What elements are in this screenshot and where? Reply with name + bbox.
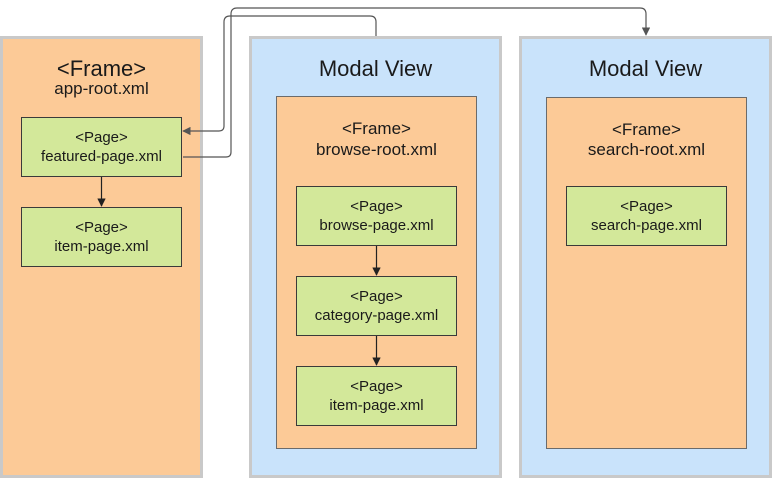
page-tag: <Page> <box>620 198 673 215</box>
page-file: item-page.xml <box>329 397 424 414</box>
app-root-frame-title: <Frame> <box>56 56 147 81</box>
search-frame-file: search-root.xml <box>587 140 706 159</box>
page-file: item-page.xml <box>54 238 149 255</box>
search-frame-tag: <Frame> <box>612 120 681 139</box>
page-tag: <Page> <box>75 219 128 236</box>
page-tag: <Page> <box>350 288 403 305</box>
browse-page-box: <Page> browse-page.xml <box>296 186 457 246</box>
search-modal-title: Modal View <box>588 56 703 81</box>
page-tag: <Page> <box>350 378 403 395</box>
page-tag: <Page> <box>350 198 403 215</box>
category-page-box: <Page> category-page.xml <box>296 276 457 336</box>
search-page-box: <Page> search-page.xml <box>566 186 727 246</box>
left-item-page-box: <Page> item-page.xml <box>21 207 182 267</box>
browse-modal-title: Modal View <box>318 56 433 81</box>
page-tag: <Page> <box>75 129 128 146</box>
page-file: featured-page.xml <box>41 148 162 165</box>
page-file: browse-page.xml <box>319 217 434 234</box>
page-file: category-page.xml <box>314 307 439 324</box>
app-root-file-label: app-root.xml <box>54 79 149 98</box>
featured-page-box: <Page> featured-page.xml <box>21 117 182 177</box>
browse-frame-tag: <Frame> <box>342 119 411 138</box>
page-file: search-page.xml <box>591 217 702 234</box>
browse-item-page-box: <Page> item-page.xml <box>296 366 457 426</box>
browse-frame-file: browse-root.xml <box>316 140 437 159</box>
